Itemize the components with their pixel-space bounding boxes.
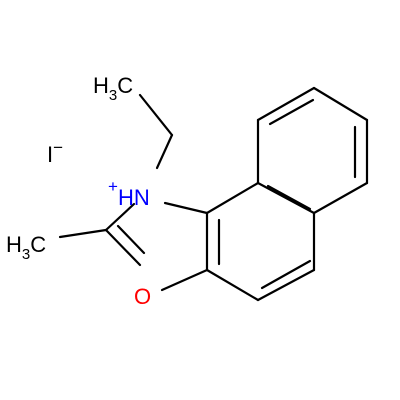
bond-c9b-c9a xyxy=(205,181,260,215)
bond-ethyl-ch2-n xyxy=(155,133,174,170)
bond-c9-c8-double xyxy=(268,98,315,126)
bond-c4-c5 xyxy=(256,268,316,302)
nitrogen-symbol: HN xyxy=(118,185,150,210)
bond-lines xyxy=(58,86,369,302)
bond-n-c2 xyxy=(104,202,136,232)
bond-ethyl-ch3-ch2 xyxy=(138,93,174,137)
bond-c9a-c5a-double xyxy=(266,184,312,211)
bond-c2-o xyxy=(104,228,142,267)
methyl-h: H xyxy=(6,232,22,257)
ethyl-h: H xyxy=(93,73,109,98)
methyl-c: C xyxy=(30,232,46,257)
ethyl-subscript: 3 xyxy=(109,87,117,104)
bond-c9a-c5a xyxy=(256,181,316,215)
iodide-charge: − xyxy=(53,138,63,157)
bond-c9-c8 xyxy=(256,86,316,122)
ethyl-ch3-label: H3C xyxy=(93,73,133,104)
bond-c8-c7 xyxy=(312,86,369,122)
bond-c3a-c4 xyxy=(205,268,260,302)
bond-c3a-o xyxy=(160,268,209,292)
iodide-symbol: I xyxy=(47,142,53,167)
bond-c2-methyl xyxy=(58,228,108,239)
methyl-subscript: 3 xyxy=(22,246,30,263)
methyl-label: H3C xyxy=(6,232,46,263)
iodide-label: I− xyxy=(47,138,63,167)
nitrogen-charge: + xyxy=(108,177,118,196)
ethyl-c: C xyxy=(117,73,133,98)
bond-c6-c5a xyxy=(312,181,369,215)
oxygen-label: O xyxy=(134,284,151,309)
bond-n-c9b xyxy=(163,201,209,215)
bond-c2-o-double xyxy=(116,224,146,255)
nitrogen-label: +HN xyxy=(108,177,150,210)
bond-c4-c5-double xyxy=(260,259,312,290)
